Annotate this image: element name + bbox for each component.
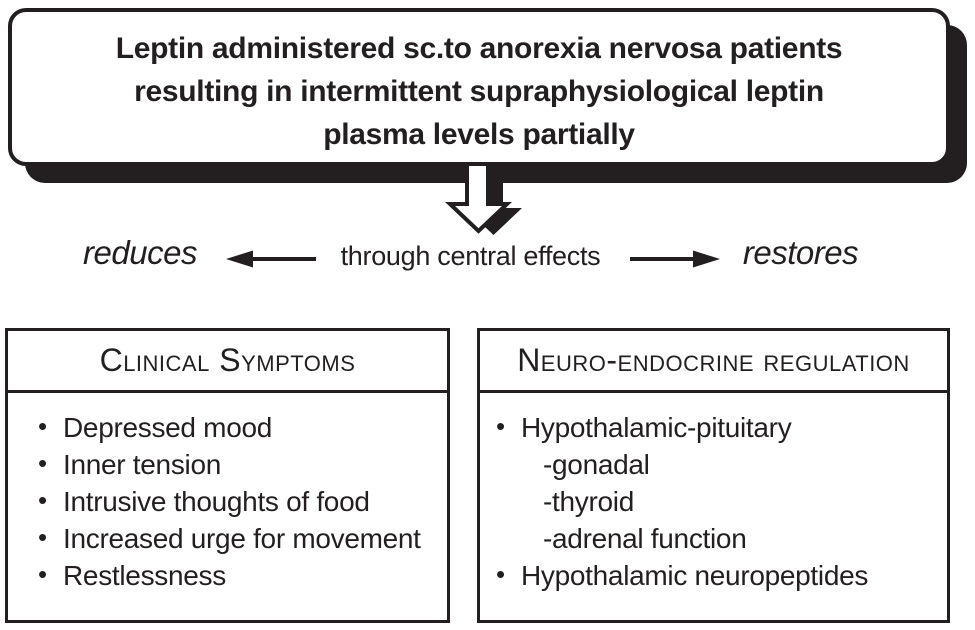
- top-statement-line-2: resulting in intermittent supraphysiolog…: [134, 75, 824, 108]
- list-item: Depressed mood: [8, 408, 447, 446]
- neuro-endocrine-title: Neuro-endocrine regulation: [517, 342, 910, 378]
- reduces-label: reduces: [83, 234, 197, 271]
- top-statement-line-1: Leptin administered sc.to anorexia nervo…: [115, 32, 843, 65]
- neuro-endocrine-list: Hypothalamic-pituitary -gonadal -thyroid…: [480, 393, 947, 594]
- list-item: Inner tension: [8, 445, 447, 483]
- list-item: Hypothalamic neuropeptides: [480, 556, 947, 594]
- clinical-symptoms-title: Clinical Symptoms: [99, 342, 356, 378]
- list-item: Restlessness: [8, 556, 447, 594]
- list-sub-item: -gonadal: [543, 449, 650, 480]
- list-item: Increased urge for movement: [8, 519, 447, 557]
- down-arrow-icon: [444, 166, 522, 235]
- right-arrow-icon: [630, 250, 720, 268]
- clinical-symptoms-header: Clinical Symptoms: [8, 331, 447, 393]
- clinical-symptoms-list: Depressed mood Inner tension Intrusive t…: [8, 393, 447, 594]
- top-statement-box: Leptin administered sc.to anorexia nervo…: [8, 8, 950, 166]
- central-effects-label: through central effects: [340, 241, 601, 271]
- neuro-endocrine-header: Neuro-endocrine regulation: [480, 331, 947, 393]
- top-statement-line-3: plasma levels partially: [323, 118, 635, 151]
- list-sub-item: -thyroid: [543, 486, 634, 517]
- list-item: Intrusive thoughts of food: [8, 482, 447, 520]
- neuro-endocrine-panel: Neuro-endocrine regulation Hypothalamic-…: [477, 328, 950, 623]
- clinical-symptoms-panel: Clinical Symptoms Depressed mood Inner t…: [5, 328, 450, 623]
- left-arrow-icon: [226, 250, 316, 268]
- list-sub-item: -adrenal function: [543, 523, 747, 554]
- list-item: Hypothalamic-pituitary: [480, 408, 947, 446]
- restores-label: restores: [742, 234, 859, 271]
